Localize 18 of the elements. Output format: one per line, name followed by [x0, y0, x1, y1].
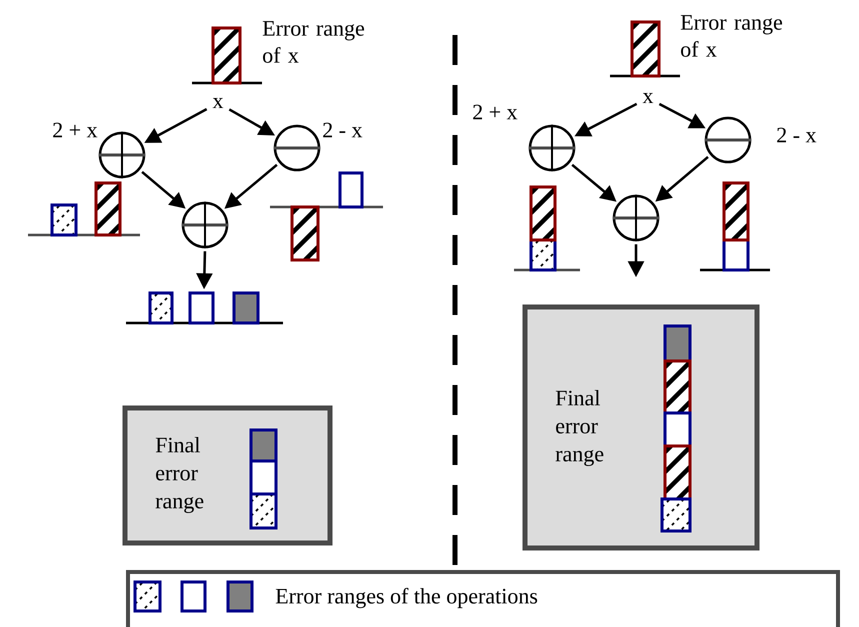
plus-circle: [612, 194, 660, 242]
plus-circle: [528, 124, 576, 172]
operation-label: 2 + x: [473, 104, 518, 120]
annotation: Error range of x: [680, 15, 782, 57]
plus-circle: [98, 132, 146, 178]
variable-label: x: [212, 98, 224, 108]
annotation: Error range of x: [262, 21, 364, 63]
variable-label: x: [642, 92, 654, 104]
operation-label: 2 - x: [323, 122, 362, 138]
operation-label: 2 - x: [777, 128, 816, 142]
minus-circle: [704, 116, 752, 164]
final-range-box: Final error range: [122, 406, 332, 546]
plus-circle: [182, 202, 228, 248]
legend-text: Error ranges of the operations: [276, 588, 538, 608]
minus-circle: [274, 124, 320, 172]
final-range-box: Final error range: [522, 304, 760, 550]
operation-label: 2 + x: [53, 122, 98, 138]
error-bar-drawing: [126, 292, 283, 324]
